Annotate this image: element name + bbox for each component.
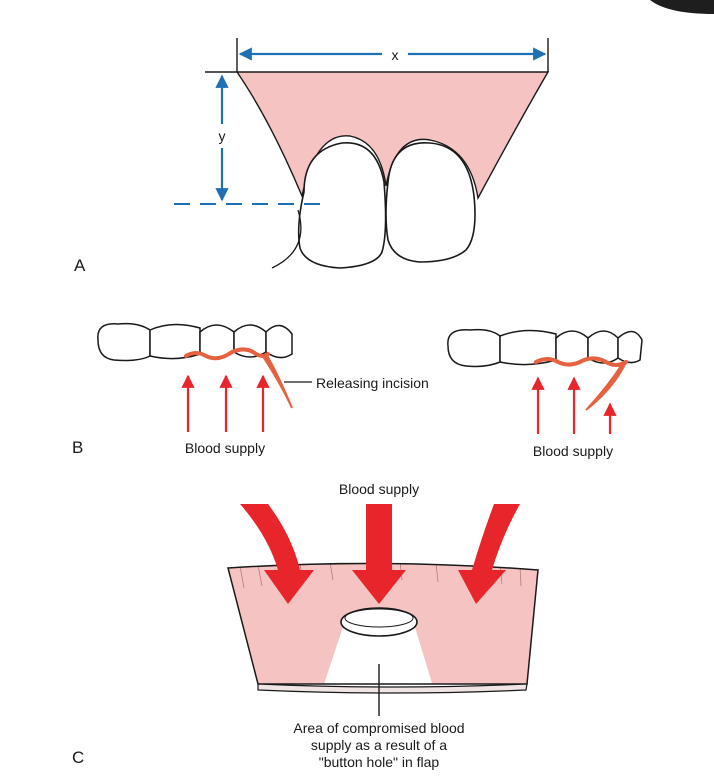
blood-arrow-c-center xyxy=(352,504,406,604)
panel-b-label: B xyxy=(72,438,83,457)
arch-right xyxy=(447,328,643,411)
arch-left xyxy=(97,322,293,409)
releasing-incision-mark xyxy=(262,351,293,409)
blood-supply-left-label: Blood supply xyxy=(185,440,265,456)
releasing-incision-label: Releasing incision xyxy=(316,375,429,391)
compromised-area xyxy=(322,624,434,684)
blood-arrow-c-right xyxy=(458,504,520,604)
incision-left xyxy=(184,347,270,361)
corner-shape xyxy=(650,0,714,14)
panel-c-label: C xyxy=(72,748,84,767)
caption-line-2: supply as a result of a xyxy=(311,737,447,753)
x-label: x xyxy=(392,47,399,63)
panel-c: Blood supply Area of compromised blood s… xyxy=(72,481,539,770)
flap-bottom-edge xyxy=(257,683,528,694)
y-label: y xyxy=(219,128,226,144)
button-hole-inner xyxy=(344,608,414,628)
caption-line-1: Area of compromised blood xyxy=(293,720,464,736)
blood-supply-c-label: Blood supply xyxy=(339,481,419,497)
blood-arrow-c-left xyxy=(240,504,314,604)
panel-a: x y A xyxy=(74,38,550,275)
panel-a-label: A xyxy=(74,256,86,275)
tooth-right xyxy=(385,142,476,263)
incision-right xyxy=(534,356,628,367)
flap-shape-a xyxy=(235,71,550,201)
adjacent-tooth-curve xyxy=(271,209,302,269)
tooth-left xyxy=(297,142,387,269)
caption-line-3: "button hole" in flap xyxy=(319,754,440,770)
blood-supply-right-label: Blood supply xyxy=(533,443,613,459)
panel-b: Releasing incision Blood supply Blood su… xyxy=(72,322,643,459)
oblique-incision-mark xyxy=(585,359,629,411)
button-hole xyxy=(340,607,418,637)
flap-outline xyxy=(227,562,539,685)
